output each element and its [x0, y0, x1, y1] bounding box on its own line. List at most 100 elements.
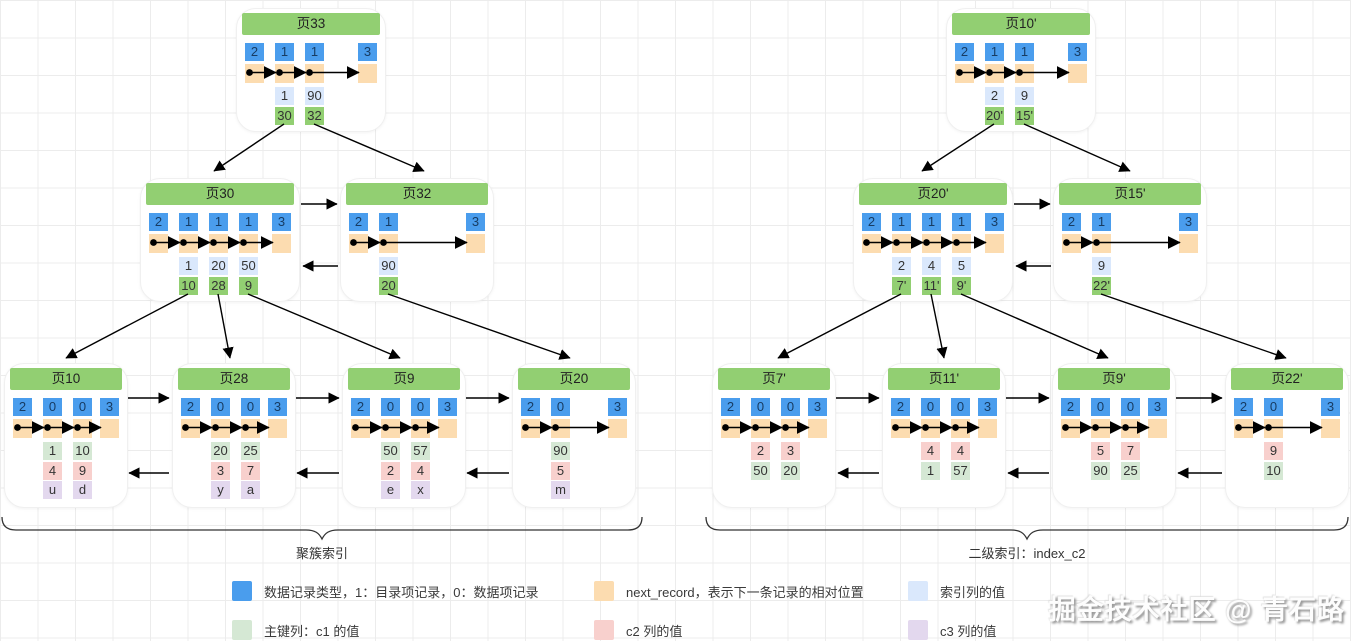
type-cell: 1: [985, 43, 1004, 61]
next-record-swatch: [594, 581, 614, 601]
legend-label: 主键列：c1 的值: [264, 623, 360, 639]
c1-swatch: [232, 620, 252, 640]
next-cell: [351, 419, 370, 438]
next-cell: [892, 234, 911, 253]
next-cell: [1015, 64, 1034, 83]
next-cell: [179, 234, 198, 253]
type-cell: 0: [1264, 398, 1283, 416]
page-cell: 30: [275, 106, 294, 125]
next-cell: [1264, 419, 1283, 438]
type-cell: 3: [100, 398, 119, 416]
type-cell: 3: [1179, 213, 1198, 231]
type-cell: 1: [922, 213, 941, 231]
type-cell: 0: [551, 398, 570, 416]
type-cell: 3: [1321, 398, 1340, 416]
next-cell: [781, 419, 800, 438]
next-cell: [381, 419, 400, 438]
type-cell: 2: [521, 398, 540, 416]
page-title: 页10': [952, 13, 1090, 35]
legend-item-c2: c2 列的值: [594, 620, 682, 640]
type-cell: 3: [1148, 398, 1167, 416]
type-cell: 3: [978, 398, 997, 416]
legend-label: 索引列的值: [940, 584, 1006, 600]
next-cell: [551, 419, 570, 438]
legend-item-record-type: 数据记录类型，1：目录项记录，0：数据项记录: [232, 581, 538, 601]
page-title: 页30: [146, 183, 294, 205]
idx-cell: 4: [922, 257, 941, 275]
page-cell: 9: [239, 276, 258, 295]
page-cell: 22': [1092, 276, 1111, 295]
c2-cell: 9: [73, 461, 92, 480]
type-cell: 2: [245, 43, 264, 61]
next-cell: [751, 419, 770, 438]
type-cell: 2: [1062, 213, 1081, 231]
c2-cell: 4: [921, 442, 940, 460]
page-title: 页9': [1058, 368, 1170, 390]
next-cell: [149, 234, 168, 253]
idx-cell: 1: [275, 87, 294, 105]
type-cell: 2: [349, 213, 368, 231]
next-cell: [608, 419, 627, 438]
c3-swatch: [908, 620, 928, 640]
idx-cell: 90: [379, 257, 398, 275]
idx-cell: 2: [892, 257, 911, 275]
page-title: 页15': [1059, 183, 1201, 205]
c3-cell: e: [381, 481, 400, 499]
next-cell: [1068, 64, 1087, 83]
type-cell: 0: [1121, 398, 1140, 416]
type-cell: 0: [951, 398, 970, 416]
next-cell: [951, 419, 970, 438]
type-cell: 2: [351, 398, 370, 416]
idx-cell: 20: [209, 257, 228, 275]
legend-item-index-col: 索引列的值: [908, 581, 1005, 601]
c3-cell: y: [211, 481, 230, 499]
c1-cell: 10: [1264, 461, 1283, 480]
page-title: 页33: [242, 13, 380, 35]
idx-cell: 9: [1092, 257, 1111, 275]
next-cell: [239, 234, 258, 253]
next-cell: [808, 419, 827, 438]
secondary-index-label: 二级索引：index_c2: [968, 546, 1086, 561]
page-cell: 32: [305, 106, 324, 125]
c2-cell: 5: [551, 461, 570, 480]
legend-item-c3: c3 列的值: [908, 620, 996, 640]
next-cell: [100, 419, 119, 438]
type-cell: 0: [241, 398, 260, 416]
idx-cell: 2: [985, 87, 1004, 105]
c3-cell: a: [241, 481, 260, 499]
type-cell: 2: [1234, 398, 1253, 416]
page-title: 页28: [178, 368, 290, 390]
c2-cell: 5: [1091, 442, 1110, 460]
clustered-index-label: 聚簇索引: [295, 546, 348, 561]
next-cell: [978, 419, 997, 438]
c2-cell: 3: [211, 461, 230, 480]
type-cell: 2: [13, 398, 32, 416]
c2-cell: 3: [781, 442, 800, 460]
page-title: 页7': [718, 368, 830, 390]
page-cell: 11': [922, 276, 941, 295]
type-cell: 3: [608, 398, 627, 416]
page-cell: 28: [209, 276, 228, 295]
type-cell: 0: [211, 398, 230, 416]
next-cell: [13, 419, 32, 438]
next-cell: [1234, 419, 1253, 438]
legend-label: 数据记录类型，1：目录项记录，0：数据项记录: [264, 584, 539, 600]
type-cell: 3: [438, 398, 457, 416]
type-cell: 0: [1091, 398, 1110, 416]
type-cell: 2: [955, 43, 974, 61]
type-cell: 1: [952, 213, 971, 231]
next-cell: [43, 419, 62, 438]
page-title: 页10: [10, 368, 122, 390]
c1-cell: 20: [781, 461, 800, 480]
idx-cell: 90: [305, 87, 324, 105]
c3-cell: u: [43, 481, 62, 499]
legend-label: c2 列的值: [626, 623, 683, 639]
c1-cell: 10: [73, 442, 92, 460]
